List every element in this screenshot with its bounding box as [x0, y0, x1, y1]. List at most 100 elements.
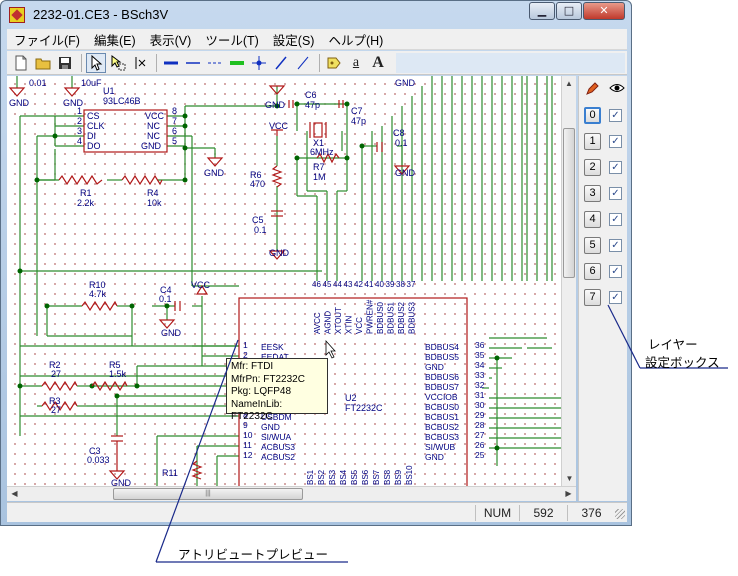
svg-text:C6: C6 — [305, 90, 317, 100]
scroll-up-arrow-icon[interactable]: ▲ — [565, 79, 573, 88]
u2-right-pin-name: BCBUS0 — [425, 402, 459, 412]
layer-visible-checkbox-1[interactable]: ✓ — [609, 135, 622, 148]
layer-button-5[interactable]: 5 — [584, 237, 601, 254]
menu-help[interactable]: ヘルプ(H) — [328, 33, 384, 48]
label-icon[interactable]: a — [352, 54, 360, 70]
svg-text:GND: GND — [204, 168, 225, 178]
u2-top-pin-number: 37 — [407, 280, 416, 289]
u2-right-pin-number: 30 — [475, 400, 485, 410]
thick-line-icon[interactable] — [227, 53, 247, 73]
u2-right-pin-name: SI/WUB — [425, 442, 456, 452]
scroll-left-arrow-icon[interactable]: ◀ — [11, 489, 18, 498]
svg-text:GND: GND — [395, 78, 416, 88]
u2-top-pin-number: 41 — [365, 280, 374, 289]
toolbar: a A — [7, 51, 627, 75]
tooltip-mfr: Mfr: FTDI — [231, 361, 274, 372]
menu-tool[interactable]: ツール(T) — [205, 33, 259, 48]
maximize-button[interactable]: □ — [556, 2, 582, 20]
menu-file[interactable]: ファイル(F) — [14, 33, 80, 48]
schematic-canvas[interactable]: 0.01 10uF GND GND U1 93LC46B CS CLK DI D… — [7, 76, 561, 486]
svg-text:27: 27 — [51, 405, 61, 415]
minimize-button[interactable]: ▁ — [529, 2, 555, 20]
tooltip-mfrpn: MfrPn: FT2232C — [231, 373, 305, 385]
tooltip-nameinlib: NameInLib: FT2232C — [231, 398, 283, 423]
layer-visible-checkbox-7[interactable]: ✓ — [609, 291, 622, 304]
svg-text:470: 470 — [250, 179, 265, 189]
dashed-line-icon[interactable] — [205, 53, 225, 73]
horizontal-scroll-thumb[interactable]: ||| — [113, 488, 303, 500]
svg-text:R1: R1 — [80, 188, 92, 198]
u2-bottom-pin-name: BS4 — [339, 469, 348, 485]
layer-visible-checkbox-2[interactable]: ✓ — [609, 161, 622, 174]
menu-bar: ファイル(F) 編集(E) 表示(V) ツール(T) 設定(S) ヘルプ(H) — [7, 29, 627, 50]
u2-top-pin-number: 39 — [386, 280, 395, 289]
layer-visible-checkbox-6[interactable]: ✓ — [609, 265, 622, 278]
layer-button-3[interactable]: 3 — [584, 185, 601, 202]
layer-visible-checkbox-0[interactable]: ✓ — [609, 109, 622, 122]
vertical-scrollbar[interactable]: ▲ ▼ — [561, 76, 576, 486]
svg-text:CLK: CLK — [87, 121, 105, 131]
parts — [8, 85, 468, 486]
schematic-labels: 0.01 10uF GND GND U1 93LC46B CS CLK DI D… — [9, 78, 416, 486]
u2-right-pin-name: BDBUS6 — [425, 372, 459, 382]
menu-view[interactable]: 表示(V) — [149, 33, 192, 48]
menu-settings[interactable]: 設定(S) — [272, 33, 315, 48]
u2-bottom-pin-name: BS9 — [394, 469, 403, 485]
layer-visible-checkbox-4[interactable]: ✓ — [609, 213, 622, 226]
comment-icon[interactable]: A — [372, 53, 384, 71]
svg-text:R10: R10 — [89, 280, 106, 290]
layer-button-1[interactable]: 1 — [584, 133, 601, 150]
u2-right-pin-number: 28 — [475, 420, 485, 430]
save-disk-icon[interactable] — [55, 53, 75, 73]
svg-text:R7: R7 — [313, 162, 325, 172]
toolbar-separator — [319, 53, 320, 72]
u2-top-pin-number: 38 — [396, 280, 405, 289]
select-arrow-icon[interactable] — [86, 52, 106, 73]
junction-icon[interactable] — [249, 53, 269, 73]
resize-grip-icon[interactable] — [615, 509, 625, 519]
u2-left-pin-name: SI/WUA — [261, 432, 292, 442]
open-folder-icon[interactable] — [33, 53, 53, 73]
u2-left-pin-name: ACBUS2 — [261, 452, 295, 462]
u2-left-pin-name: EEDAT — [261, 352, 289, 362]
menu-edit[interactable]: 編集(E) — [93, 33, 136, 48]
svg-text:GND: GND — [265, 100, 286, 110]
layer-button-4[interactable]: 4 — [584, 211, 601, 228]
close-button[interactable]: ✕ — [583, 2, 625, 20]
layer-button-6[interactable]: 6 — [584, 263, 601, 280]
layer-button-2[interactable]: 2 — [584, 159, 601, 176]
horizontal-scrollbar[interactable]: ◀ ||| ▶ — [7, 486, 576, 501]
layer-visible-checkbox-3[interactable]: ✓ — [609, 187, 622, 200]
layer-visible-checkbox-5[interactable]: ✓ — [609, 239, 622, 252]
u2-top-pin-name: VCC — [355, 317, 364, 334]
u2-top-pin-number: 46 — [312, 280, 321, 289]
layer-button-7[interactable]: 7 — [584, 289, 601, 306]
status-x: 592 — [519, 505, 567, 521]
entry-icon[interactable] — [271, 53, 291, 73]
u2-bottom-pin-name: BS8 — [383, 469, 392, 485]
u2-left-pin-number: 8 — [243, 410, 248, 420]
scroll-down-arrow-icon[interactable]: ▼ — [565, 474, 574, 483]
svg-text:0.01: 0.01 — [29, 78, 47, 88]
no-connect-icon[interactable] — [130, 53, 150, 73]
u2-bottom-pin-name: BS3 — [328, 469, 337, 485]
u2-left-pin-number: 10 — [243, 430, 253, 440]
bus-line-icon[interactable] — [161, 53, 181, 73]
u2-top-pin-number: 44 — [333, 280, 342, 289]
u2-right-pin-number: 29 — [475, 410, 485, 420]
bus-entry-icon[interactable] — [293, 53, 313, 73]
vertical-scroll-thumb[interactable] — [563, 128, 575, 278]
scroll-right-arrow-icon[interactable]: ▶ — [565, 489, 572, 498]
title-bar[interactable]: 2232-01.CE3 - BSch3V ▁ □ ✕ — [1, 1, 631, 28]
junctions — [17, 101, 500, 451]
tag-icon[interactable] — [324, 53, 344, 73]
u2-top-pin-name: BDBUS1 — [387, 301, 396, 334]
schematic-canvas-area[interactable]: 0.01 10uF GND GND U1 93LC46B CS CLK DI D… — [7, 76, 576, 486]
new-file-icon[interactable] — [11, 53, 31, 73]
wires — [16, 76, 561, 486]
svg-text:2.2k: 2.2k — [77, 198, 95, 208]
layer-button-0[interactable]: 0 — [584, 107, 601, 124]
drag-select-icon[interactable] — [108, 53, 128, 73]
wire-line-icon[interactable] — [183, 53, 203, 73]
